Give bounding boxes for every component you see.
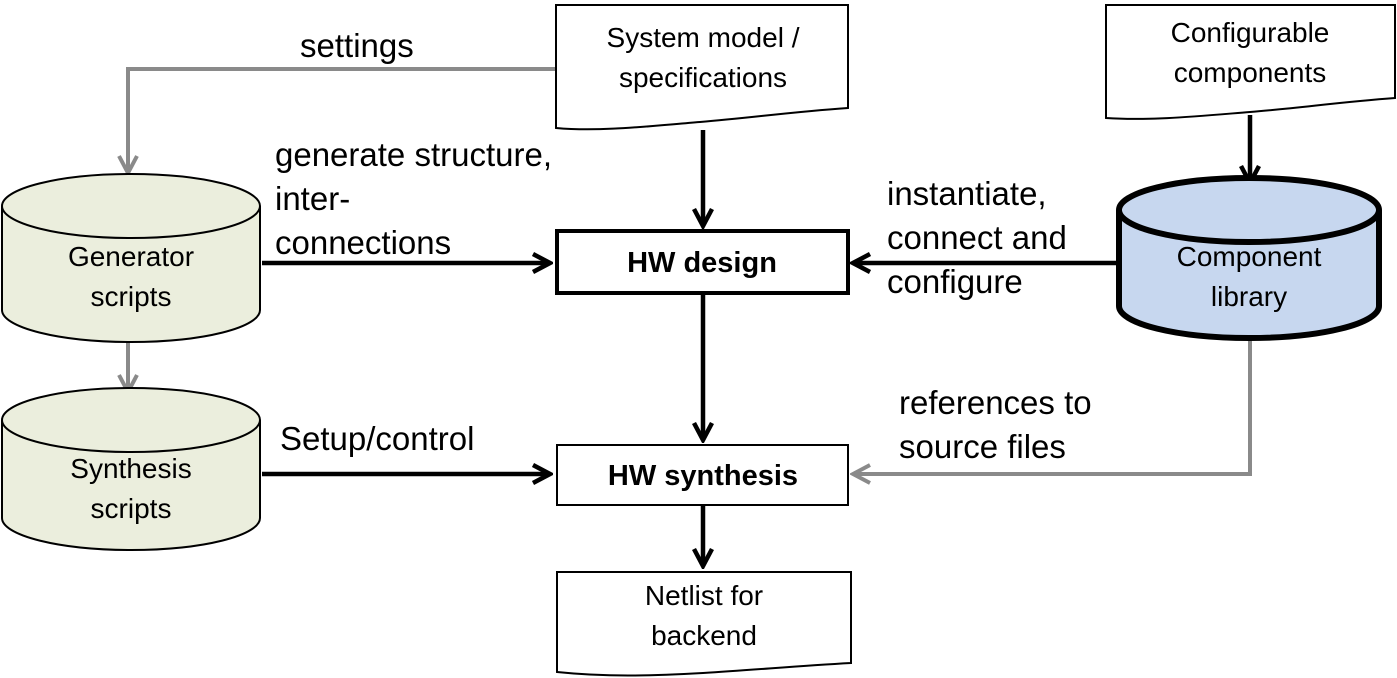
- generate-label-line2: inter-: [275, 180, 350, 217]
- instantiate-label-line1: instantiate,: [887, 175, 1047, 212]
- generator-scripts-line2: scripts: [91, 281, 172, 312]
- settings-arrow: [128, 67, 556, 173]
- setup-label: Setup/control: [280, 420, 474, 457]
- component-library-line1: Component: [1177, 241, 1322, 272]
- netlist-line2: backend: [651, 620, 757, 651]
- generator-scripts-line1: Generator: [68, 241, 194, 272]
- system-model-line2: specifications: [619, 62, 787, 93]
- instantiate-label-line2: connect and: [887, 219, 1067, 256]
- references-label-line1: references to: [899, 384, 1092, 421]
- netlist-line1: Netlist for: [645, 580, 763, 611]
- configurable-line1: Configurable: [1171, 17, 1330, 48]
- hw-design-box: HW design: [555, 229, 850, 295]
- netlist-document: Netlist for backend: [556, 571, 852, 677]
- system-model-line1: System model /: [607, 22, 800, 53]
- component-library-line2: library: [1211, 281, 1287, 312]
- references-label-line2: source files: [899, 428, 1066, 465]
- generate-label-line3: connections: [275, 224, 451, 261]
- system-model-document: System model / specifications: [555, 4, 849, 131]
- synthesis-scripts-cylinder: Synthesis scripts: [1, 387, 261, 551]
- synthesis-scripts-line2: scripts: [91, 493, 172, 524]
- configurable-components-document: Configurable components: [1105, 4, 1396, 120]
- generate-label-line1: generate structure,: [275, 136, 552, 173]
- configurable-line2: components: [1174, 57, 1327, 88]
- references-arrow: [853, 340, 1252, 474]
- hw-synthesis-box: HW synthesis: [556, 444, 849, 506]
- instantiate-label-line3: configure: [887, 263, 1023, 300]
- component-library-cylinder: Component library: [1116, 175, 1382, 341]
- synthesis-scripts-line1: Synthesis: [70, 453, 191, 484]
- hw-design-label: HW design: [627, 247, 777, 279]
- generator-scripts-cylinder: Generator scripts: [1, 173, 261, 343]
- hw-synthesis-label: HW synthesis: [608, 460, 798, 492]
- settings-label: settings: [300, 27, 414, 64]
